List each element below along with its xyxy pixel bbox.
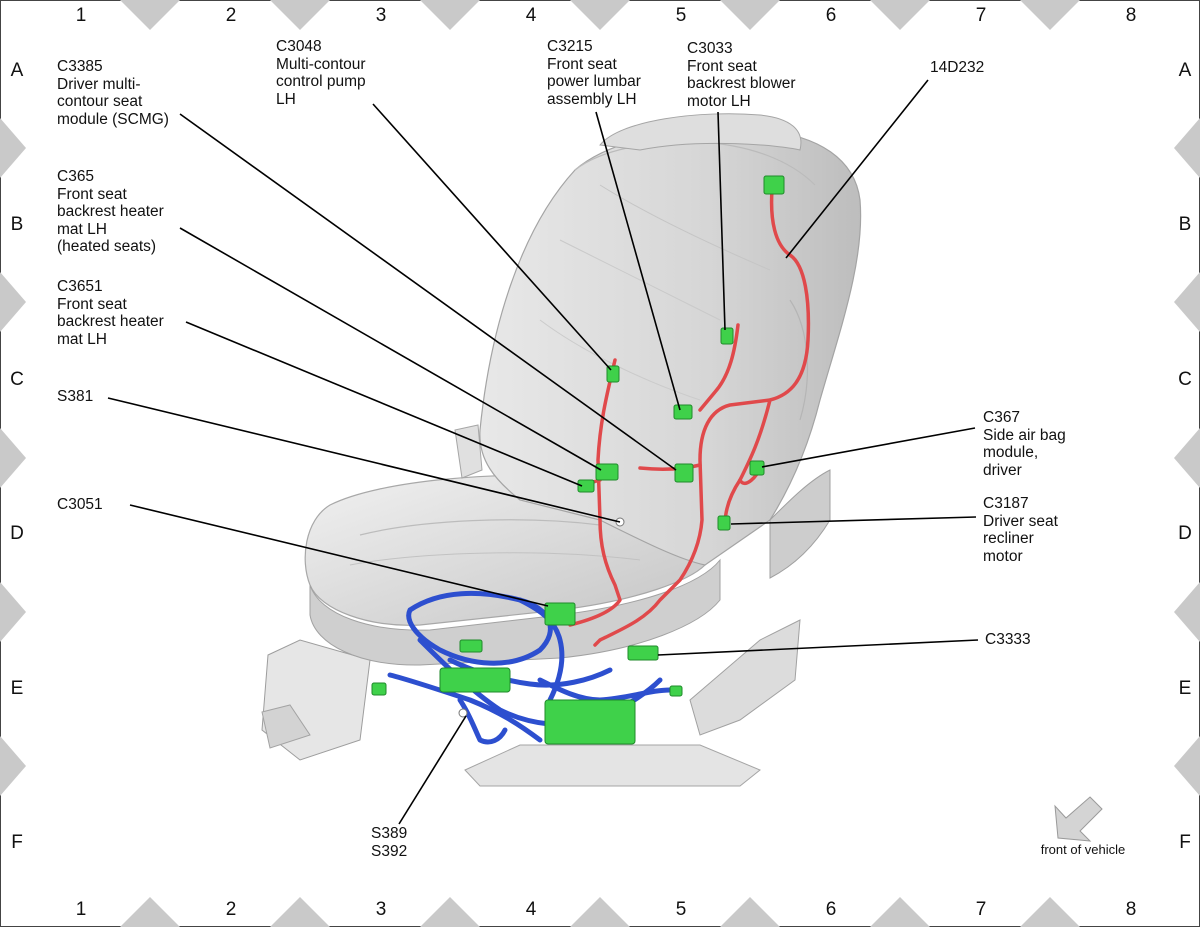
connector-14d232 [763, 175, 785, 195]
connector-c3651 [577, 479, 595, 493]
grid-row-e-left: E [10, 678, 24, 699]
leader-lines [107, 79, 979, 825]
grid-col-8-bottom: 8 [1125, 899, 1137, 920]
callout-c3051: C3051 [57, 496, 103, 513]
connector-left [371, 682, 387, 696]
grid-col-5-top: 5 [675, 5, 687, 26]
grid-col-3-top: 3 [375, 5, 387, 26]
grid-row-d-right: D [1178, 523, 1192, 544]
backrest-harness-red [568, 188, 811, 647]
leader-s381 [107, 397, 621, 523]
grid-row-a-left: A [10, 60, 24, 81]
right-grid-markers [1174, 118, 1200, 796]
callout-s381: S381 [57, 388, 94, 405]
callout-c367: C367 Side air bag module, driver [983, 409, 1066, 479]
grid-row-e-right: E [1178, 678, 1192, 699]
grid-col-5-bottom: 5 [675, 899, 687, 920]
leader-c3385 [179, 113, 677, 471]
leader-s389 [398, 715, 467, 825]
callout-c3215: C3215 Front seat power lumbar assembly L… [547, 38, 641, 108]
grid-col-2-bottom: 2 [225, 899, 237, 920]
leader-c3033 [717, 111, 726, 331]
grid-col-8-top: 8 [1125, 5, 1137, 26]
front-of-vehicle-label: front of vehicle [1040, 842, 1126, 857]
leader-c365 [179, 227, 602, 471]
grid-row-b-left: B [10, 214, 24, 235]
leader-c3333 [657, 639, 979, 656]
grid-row-f-right: F [1179, 832, 1191, 853]
grid-row-c-left: C [10, 369, 24, 390]
leader-c3187 [730, 516, 977, 525]
callout-c3187: C3187 Driver seat recliner motor [983, 495, 1058, 565]
module-block [544, 699, 636, 745]
grid-row-b-right: B [1178, 214, 1192, 235]
grid-col-4-bottom: 4 [525, 899, 537, 920]
connector-c3051 [544, 602, 576, 626]
callout-c365: C365 Front seat backrest heater mat LH (… [57, 168, 164, 255]
leader-c3215 [595, 111, 681, 411]
callout-c3333: C3333 [985, 631, 1031, 648]
leader-c3051 [129, 504, 549, 607]
connector-c365 [595, 463, 619, 481]
connectors [371, 175, 785, 745]
grid-col-2-top: 2 [225, 5, 237, 26]
connector-c3033 [720, 327, 734, 345]
callout-c3651: C3651 Front seat backrest heater mat LH [57, 278, 164, 348]
callout-c3048: C3048 Multi-contour control pump LH [276, 38, 366, 108]
callout-s389-s392: S389 S392 [371, 825, 408, 860]
arrow-down-left-icon [1054, 796, 1103, 842]
connector-block [439, 667, 511, 693]
connector-c3385 [674, 463, 694, 483]
grid-row-c-right: C [1178, 369, 1192, 390]
seat-track [261, 619, 801, 787]
bottom-grid-markers [120, 897, 1080, 927]
connector-right [669, 685, 683, 697]
grid-row-a-right: A [1178, 60, 1192, 81]
connector-c3215 [673, 404, 693, 420]
left-grid-markers [0, 118, 26, 796]
grid-row-f-left: F [11, 832, 23, 853]
grid-col-7-top: 7 [975, 5, 987, 26]
connector-mid [459, 639, 483, 653]
callout-c3385: C3385 Driver multi- contour seat module … [57, 58, 169, 128]
connector-c367 [749, 460, 765, 476]
grid-col-7-bottom: 7 [975, 899, 987, 920]
grid-col-4-top: 4 [525, 5, 537, 26]
callout-14d232: 14D232 [930, 59, 985, 76]
grid-col-1-bottom: 1 [75, 899, 87, 920]
connector-c3187 [717, 515, 731, 531]
top-grid-markers [120, 0, 1080, 30]
connector-c3333 [627, 645, 659, 661]
grid-col-1-top: 1 [75, 5, 87, 26]
grid-col-6-bottom: 6 [825, 899, 837, 920]
callout-c3033: C3033 Front seat backrest blower motor L… [687, 40, 796, 110]
grid-col-6-top: 6 [825, 5, 837, 26]
leader-c367 [761, 427, 976, 468]
grid-row-d-left: D [10, 523, 24, 544]
leader-14d232 [785, 79, 929, 259]
leader-c3048 [372, 103, 612, 371]
grid-col-3-bottom: 3 [375, 899, 387, 920]
leader-c3651 [185, 321, 583, 487]
splice-s389 [458, 708, 468, 718]
